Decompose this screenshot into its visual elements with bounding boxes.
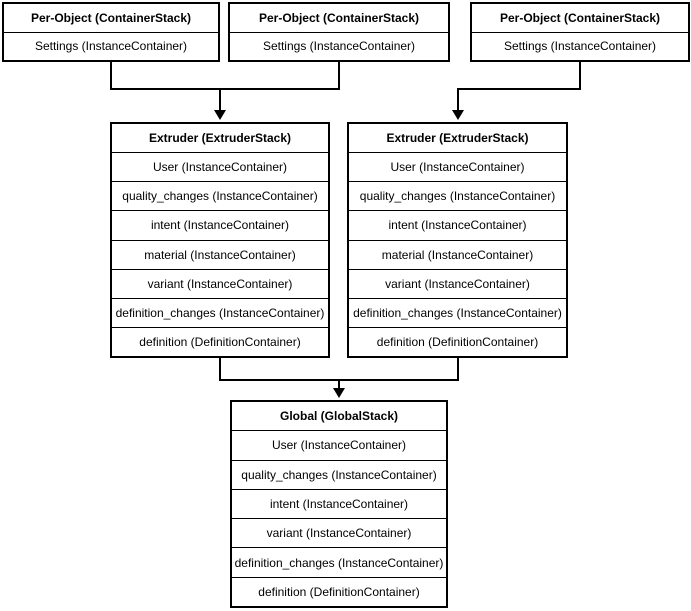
row-variant: variant (InstanceContainer) [232,519,446,549]
node-title: Per-Object (ContainerStack) [472,4,688,33]
row-settings: Settings (InstanceContainer) [503,39,657,54]
node-title: Per-Object (ContainerStack) [230,4,448,33]
row-definition: definition (DefinitionContainer) [139,334,301,349]
node-per-object-1: Per-Object (ContainerStack) Settings (In… [2,2,220,62]
row-quality-changes: quality_changes (InstanceContainer) [232,461,446,490]
node-per-object-2: Per-Object (ContainerStack) Settings (In… [228,2,450,62]
edge-per-object-3-to-extruder-2 [452,62,581,120]
row-user: User (InstanceContainer) [349,153,566,183]
row-definition: definition (DefinitionContainer) [258,584,420,599]
node-global: Global (GlobalStack) User (InstanceConta… [230,400,448,608]
row-settings: Settings (InstanceContainer) [262,39,416,54]
node-extruder-1: Extruder (ExtruderStack) User (InstanceC… [110,122,330,358]
row-intent: intent (InstanceContainer) [232,490,446,520]
row-definition-changes: definition_changes (InstanceContainer) [349,299,566,328]
node-per-object-3: Per-Object (ContainerStack) Settings (In… [470,2,690,62]
row-quality-changes: quality_changes (InstanceContainer) [112,182,328,212]
row-intent: intent (InstanceContainer) [349,211,566,241]
node-title: Extruder (ExtruderStack) [112,124,328,154]
row-definition-changes: definition_changes (InstanceContainer) [112,299,328,328]
row-user: User (InstanceContainer) [232,431,446,461]
row-user: User (InstanceContainer) [112,153,328,183]
row-definition: definition (DefinitionContainer) [376,334,539,349]
node-title: Global (GlobalStack) [232,402,446,432]
node-title: Per-Object (ContainerStack) [4,4,218,33]
node-title: Extruder (ExtruderStack) [349,124,566,154]
node-extruder-2: Extruder (ExtruderStack) User (InstanceC… [347,122,568,358]
row-definition-changes: definition_changes (InstanceContainer) [232,548,446,578]
row-material: material (InstanceContainer) [349,241,566,270]
edge-per-object-1-2-merge [110,62,340,90]
row-quality-changes: quality_changes (InstanceContainer) [349,182,566,212]
edge-extruder-1-2-merge [219,358,459,381]
row-settings: Settings (InstanceContainer) [34,39,188,54]
row-variant: variant (InstanceContainer) [112,270,328,299]
row-material: material (InstanceContainer) [112,241,328,270]
row-intent: intent (InstanceContainer) [112,211,328,241]
row-variant: variant (InstanceContainer) [349,270,566,299]
